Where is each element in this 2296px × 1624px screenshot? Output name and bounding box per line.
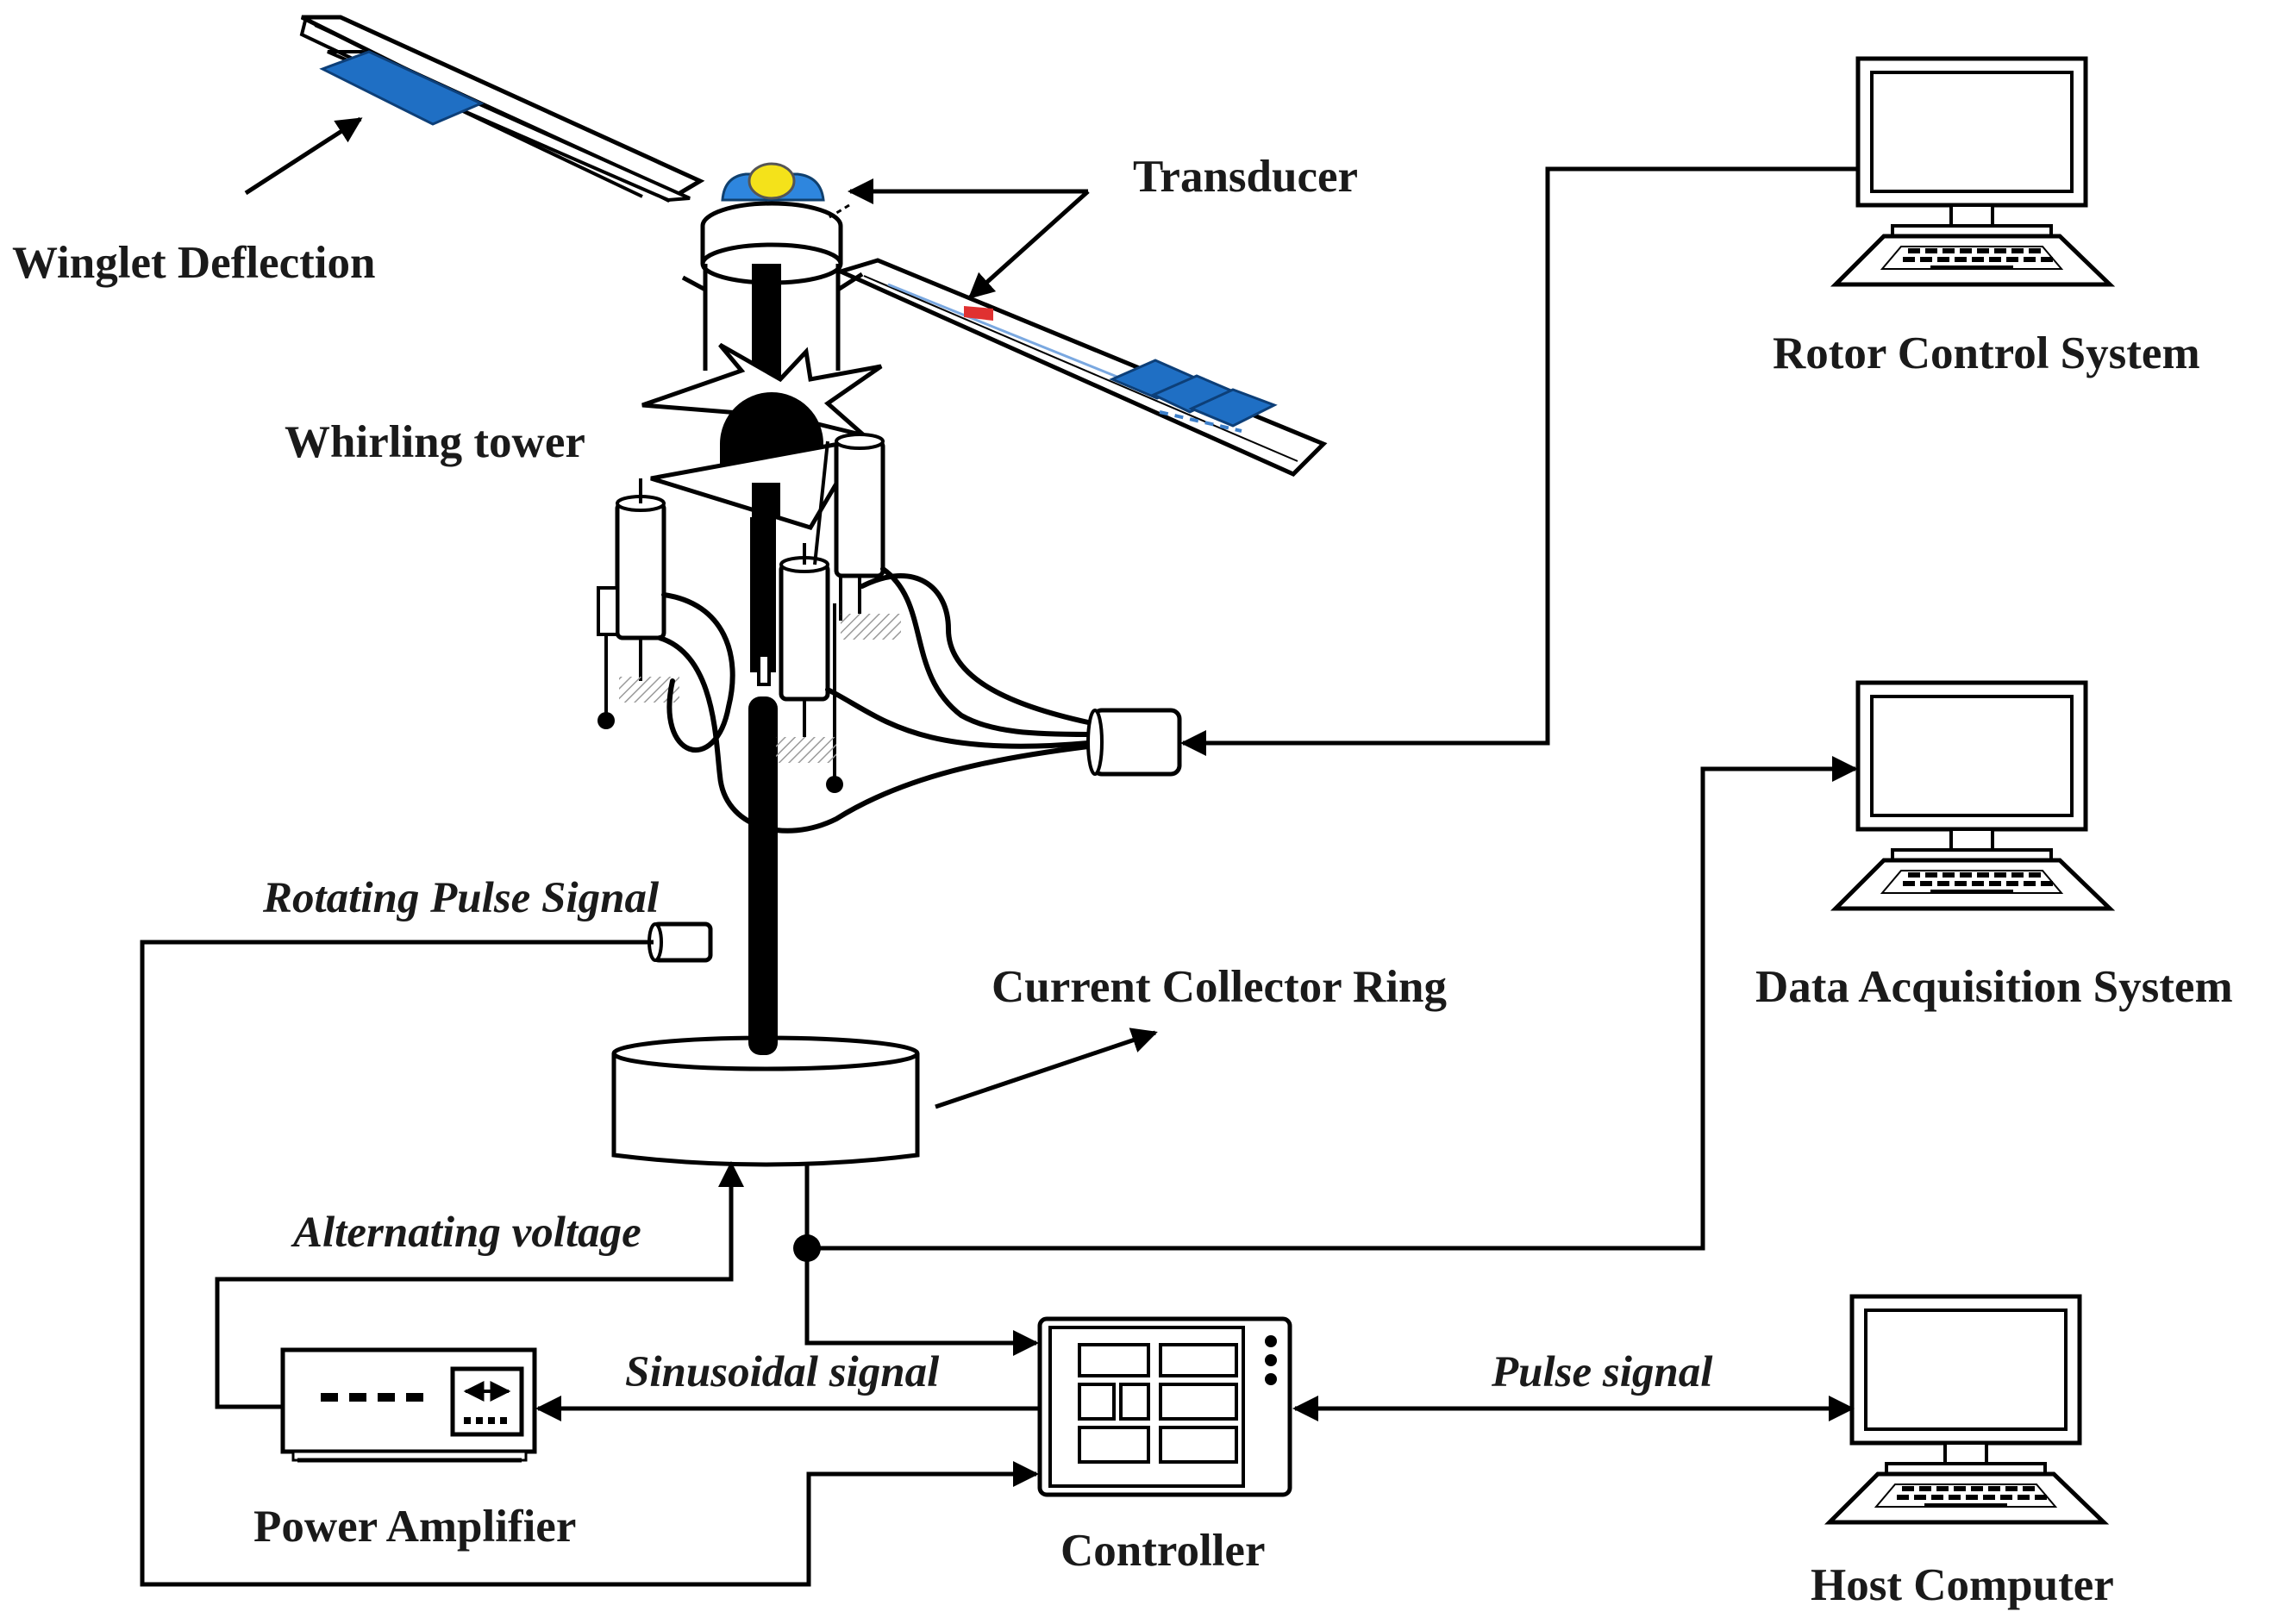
label-host-computer: Host Computer xyxy=(1811,1560,2114,1610)
label-pulse-signal: Pulse signal xyxy=(1491,1348,1713,1396)
label-current-collector-ring: Current Collector Ring xyxy=(992,962,1447,1012)
label-controller: Controller xyxy=(1060,1526,1265,1576)
damper-cylinder-left xyxy=(597,478,679,729)
controller-input-link xyxy=(804,1248,1039,1356)
controller-icon xyxy=(1037,1316,1292,1497)
damper-cylinder-center xyxy=(776,440,843,793)
collector-ring-icon xyxy=(611,1017,920,1167)
connector-plug-icon xyxy=(1086,708,1182,777)
tower-icon xyxy=(597,162,1091,1050)
data-acquisition-computer-icon xyxy=(1836,683,2110,909)
transducer-pointers xyxy=(829,178,1090,300)
winglet-blue-left xyxy=(319,50,485,126)
label-sinusoidal-signal: Sinusoidal signal xyxy=(625,1348,940,1396)
label-data-acquisition-system: Data Acquisition System xyxy=(1755,962,2233,1012)
winglet-blue-right xyxy=(1109,359,1278,433)
label-transducer: Transducer xyxy=(1133,152,1358,202)
pulse-sensor-icon xyxy=(648,921,713,963)
label-alternating-voltage: Alternating voltage xyxy=(291,1209,641,1257)
label-whirling-tower: Whirling tower xyxy=(285,417,585,467)
rotating-pulse-link xyxy=(140,940,1039,1587)
label-rotor-control-system: Rotor Control System xyxy=(1773,328,2200,378)
damper-cylinder-right xyxy=(834,433,901,640)
winglet-deflection-pointer xyxy=(244,116,363,196)
rotor-control-computer-icon xyxy=(1836,59,2110,284)
host-computer-icon xyxy=(1830,1296,2104,1522)
label-power-amplifier: Power Amplifier xyxy=(253,1502,576,1552)
rotor-blade xyxy=(299,15,1328,477)
collector-ring-pointer xyxy=(935,1027,1158,1109)
label-rotating-pulse-signal: Rotating Pulse Signal xyxy=(262,874,660,922)
strain-gauge-transducer xyxy=(964,306,993,321)
data-acquisition-link xyxy=(793,756,1858,1262)
label-winglet-deflection: Winglet Deflection xyxy=(12,238,375,288)
amplifier-icon xyxy=(280,1347,537,1463)
hub-cap xyxy=(721,162,825,202)
rotor-control-link xyxy=(1180,166,1858,756)
alternating-voltage-link xyxy=(215,1161,744,1409)
